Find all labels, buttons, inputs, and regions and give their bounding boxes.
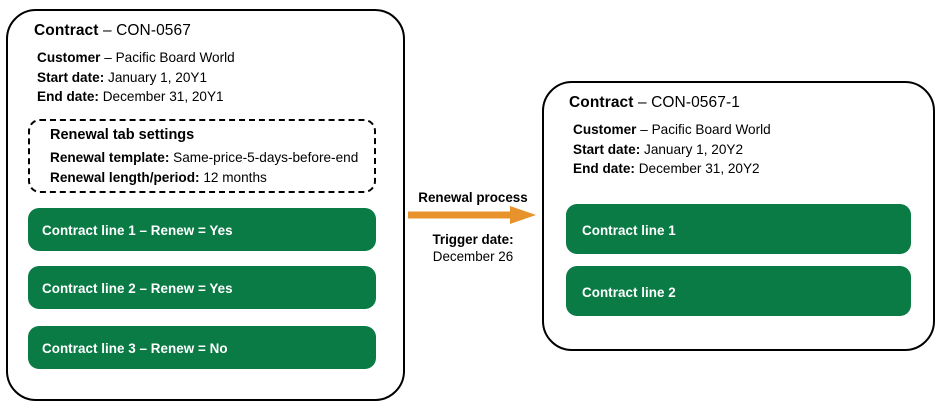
target-meta-end-date-label: End date: (573, 161, 635, 176)
target-meta-end-date-value: December 31, 20Y2 (638, 161, 760, 176)
target-contract-title-label: Contract (569, 94, 634, 111)
source-contract-line-3: Contract line 3 – Renew = No (28, 326, 376, 369)
target-contract-line-2: Contract line 2 (566, 266, 911, 316)
source-contract-line-2: Contract line 2 – Renew = Yes (28, 266, 376, 309)
renewal-process-arrow-icon (408, 206, 536, 224)
target-contract-line-1: Contract line 1 (566, 204, 911, 254)
source-meta-start-date-label: Start date: (37, 69, 105, 85)
renewal-template-label: Renewal template: (50, 150, 170, 165)
renewal-length-period-value: 12 months (203, 169, 267, 185)
source-contract-line-3-label: Contract line 3 – Renew = No (42, 341, 228, 356)
target-contract-meta: Customer – Pacific Board World Start dat… (573, 120, 771, 179)
source-contract-line-2-label: Contract line 2 – Renew = Yes (42, 281, 233, 296)
source-contract-line-1-label: Contract line 1 – Renew = Yes (42, 223, 233, 238)
target-contract-line-2-label: Contract line 2 (582, 285, 676, 300)
source-contract-title-separator: – (98, 22, 117, 39)
renewal-tab-settings-rows: Renewal template: Same-price-5-days-befo… (50, 148, 358, 187)
renewal-length-period-label: Renewal length/period: (50, 169, 200, 185)
target-contract-line-1-label: Contract line 1 (582, 223, 676, 238)
target-meta-customer-separator: – (636, 122, 652, 137)
source-meta-customer-label: Customer (37, 50, 101, 65)
source-contract-title-label: Contract (34, 22, 99, 39)
source-meta-row-end-date: End date: December 31, 20Y1 (37, 87, 235, 107)
source-contract-title: Contract – CON-0567 (34, 22, 191, 40)
target-contract-title: Contract – CON-0567-1 (569, 94, 740, 112)
target-contract-title-value: CON-0567-1 (651, 94, 740, 111)
source-meta-end-date-value: December 31, 20Y1 (102, 89, 224, 104)
trigger-date-label: Trigger date: (432, 232, 514, 247)
target-meta-start-date-label: Start date: (573, 141, 641, 157)
source-contract-title-value: CON-0567 (116, 22, 191, 39)
source-meta-customer-separator: – (100, 50, 116, 65)
renewal-tab-settings-title: Renewal tab settings (50, 127, 195, 143)
target-contract-title-separator: – (633, 94, 652, 111)
source-meta-row-start-date: Start date: January 1, 20Y1 (37, 68, 235, 88)
trigger-date-value: December 26 (432, 249, 514, 264)
source-meta-start-date-value: January 1, 20Y1 (108, 69, 208, 85)
renewal-template-value: Same-price-5-days-before-end (173, 150, 359, 165)
target-meta-row-end-date: End date: December 31, 20Y2 (573, 159, 771, 179)
source-meta-end-date-label: End date: (37, 89, 99, 104)
target-meta-customer-value: Pacific Board World (651, 122, 771, 137)
source-contract-line-1: Contract line 1 – Renew = Yes (28, 208, 376, 251)
source-contract-meta: Customer – Pacific Board World Start dat… (37, 48, 235, 107)
target-meta-row-customer: Customer – Pacific Board World (573, 120, 771, 140)
target-meta-start-date-value: January 1, 20Y2 (644, 141, 744, 157)
renewal-template-row: Renewal template: Same-price-5-days-befo… (50, 148, 358, 168)
renewal-tab-settings-box: Renewal tab settings Renewal template: S… (28, 119, 376, 193)
renewal-length-period-row: Renewal length/period: 12 months (50, 168, 358, 188)
target-meta-customer-label: Customer (573, 122, 637, 137)
renewal-process-label: Renewal process (418, 190, 528, 205)
target-meta-row-start-date: Start date: January 1, 20Y2 (573, 140, 771, 160)
source-meta-row-customer: Customer – Pacific Board World (37, 48, 235, 68)
source-meta-customer-value: Pacific Board World (115, 50, 235, 65)
